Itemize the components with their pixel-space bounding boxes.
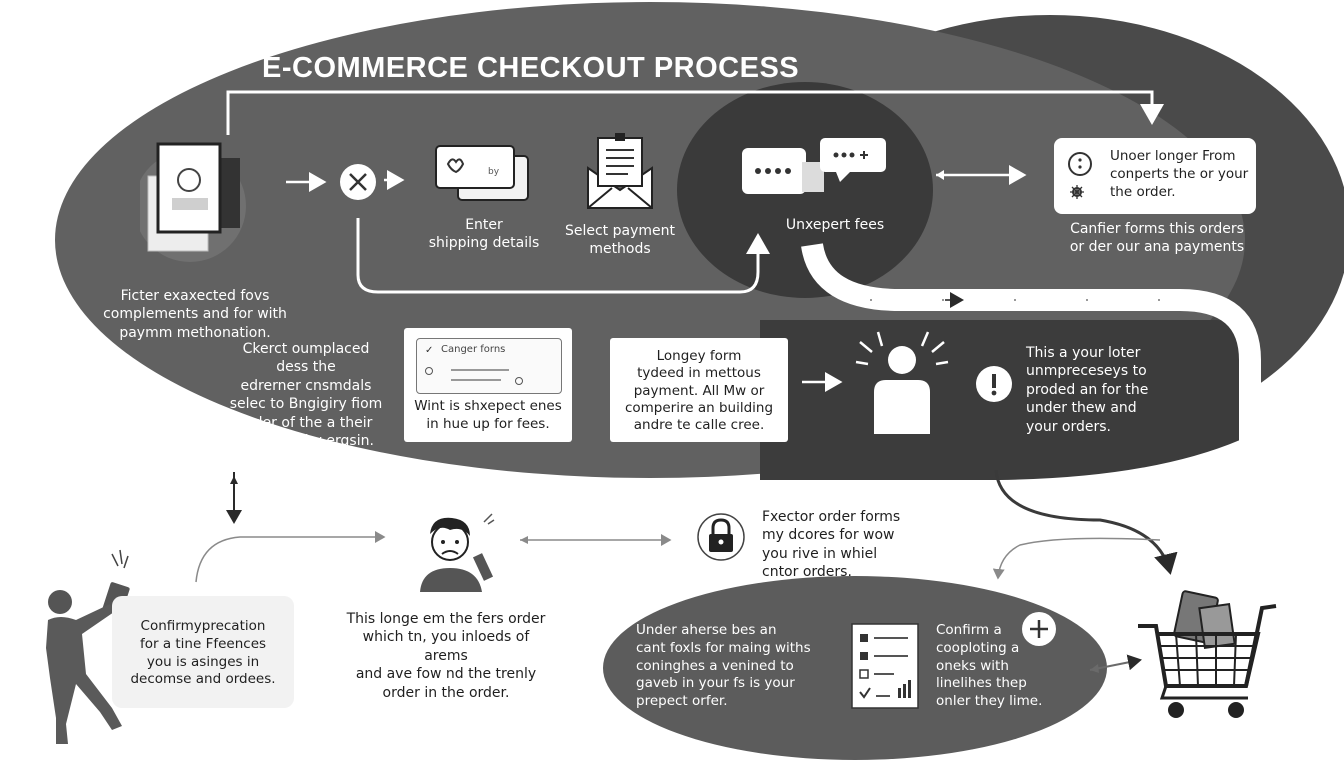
confirm-order-box: Unoer longer From conperts the or your t… xyxy=(1054,138,1256,214)
form-window-card: ✓ Canger forns Wint is shxepect enes in … xyxy=(404,328,572,442)
checklist-icon xyxy=(851,623,919,709)
alert-icon xyxy=(976,366,1012,402)
longer-form-card: Longey form tydeed in mettous payment. A… xyxy=(610,338,788,442)
close-icon[interactable] xyxy=(338,162,378,202)
form-window-text: Wint is shxepect enes in hue up for fees… xyxy=(414,398,562,432)
frustrated-person-icon xyxy=(420,513,495,592)
bottom-center-text: This longe em the fers order which tn, y… xyxy=(346,611,546,701)
page-title: E-COMMERCE CHECKOUT PROCESS xyxy=(262,52,800,84)
form-window-title: Canger forns xyxy=(441,344,506,355)
lock-icon xyxy=(697,513,745,561)
clock-icon xyxy=(1068,152,1092,199)
lock-text: Fxector order forms my dcores for wow yo… xyxy=(762,509,901,581)
confirm-caption: Canfier forms this orders or der our ana… xyxy=(1069,221,1245,256)
flow-track xyxy=(801,242,1261,560)
oval-confirm-text: Confirm a cooploting a oneks with lineli… xyxy=(936,622,1043,710)
card-icon: by xyxy=(435,145,529,201)
longer-form-text: Longey form tydeed in mettous payment. A… xyxy=(624,348,774,434)
oval-text: Under aherse bes an cant foxls for maing… xyxy=(636,622,811,710)
step-payment-label: Select payment methods xyxy=(564,223,675,258)
shopping-cart-icon xyxy=(1138,590,1277,718)
bottom-left-text: Confirmyprecation for a tine Ffeences yo… xyxy=(130,618,276,688)
person-alert-icon xyxy=(855,331,949,434)
svg-text:by: by xyxy=(488,167,500,177)
form-window: ✓ Canger forns xyxy=(416,338,562,394)
top-connector xyxy=(226,90,1164,135)
id-card-icon xyxy=(140,142,246,262)
bottom-left-card: Confirmyprecation for a tine Ffeences yo… xyxy=(112,596,294,708)
chevron-icon: ✓ xyxy=(425,345,434,356)
plus-icon[interactable] xyxy=(1020,610,1058,648)
left-main-note: Ficter exaxected fovs complements and fo… xyxy=(103,288,287,341)
chat-icon xyxy=(742,138,886,194)
left-sub-note: Ckerct oumplaced dess the edrerner cnsmd… xyxy=(229,341,383,450)
step-fees-label: Unxepert fees xyxy=(785,217,885,233)
step-shipping-label: Enter shipping details xyxy=(428,217,540,252)
envelope-icon xyxy=(587,133,653,209)
confirm-box-text: Unoer longer From conperts the or your t… xyxy=(1110,148,1249,200)
warning-text: This a your loter unmpreceseys to proded… xyxy=(1026,345,1149,435)
